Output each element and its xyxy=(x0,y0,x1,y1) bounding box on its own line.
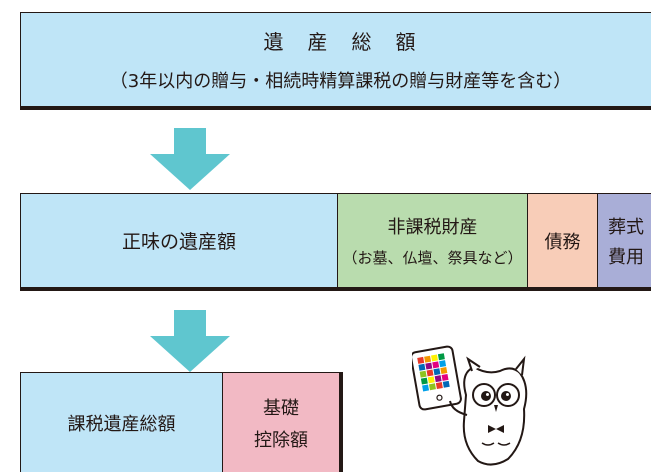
net-estate-label: 正味の遺産額 xyxy=(121,231,236,253)
basic-deduction-line1: 基礎 xyxy=(263,397,299,419)
down-arrow-icon xyxy=(150,128,230,190)
non-taxable-examples: （お墓、仏壇、祭具など） xyxy=(342,249,523,267)
basic-deduction-line2: 控除額 xyxy=(254,429,308,451)
debts-box: 債務 xyxy=(528,193,598,287)
funeral-label-line2: 費用 xyxy=(608,246,644,268)
total-estate-title: 遺 産 総 額 xyxy=(263,30,418,54)
total-estate-subtitle: （3年以内の贈与・相続時精算課税の贈与財産等を含む） xyxy=(109,71,572,92)
taxable-estate-label: 課税遺産総額 xyxy=(67,413,176,435)
funeral-label-line1: 葬式 xyxy=(608,216,644,238)
basic-deduction-box: 基礎 控除額 xyxy=(223,372,343,472)
debts-label: 債務 xyxy=(544,231,581,253)
net-estate-box: 正味の遺産額 xyxy=(20,193,338,287)
funeral-costs-box: 葬式 費用 xyxy=(598,193,651,287)
non-taxable-label: 非課税財産 xyxy=(387,217,478,238)
down-arrow-icon xyxy=(150,310,230,372)
non-taxable-box: 非課税財産 （お墓、仏壇、祭具など） xyxy=(338,193,528,287)
total-estate-box: 遺 産 総 額 （3年以内の贈与・相続時精算課税の贈与財産等を含む） xyxy=(20,12,651,110)
owl-mascot-icon xyxy=(412,345,528,466)
middle-row: 正味の遺産額 非課税財産 （お墓、仏壇、祭具など） 債務 葬式 費用 xyxy=(20,193,651,291)
taxable-estate-box: 課税遺産総額 xyxy=(20,372,223,472)
tablet-icon xyxy=(412,345,462,411)
